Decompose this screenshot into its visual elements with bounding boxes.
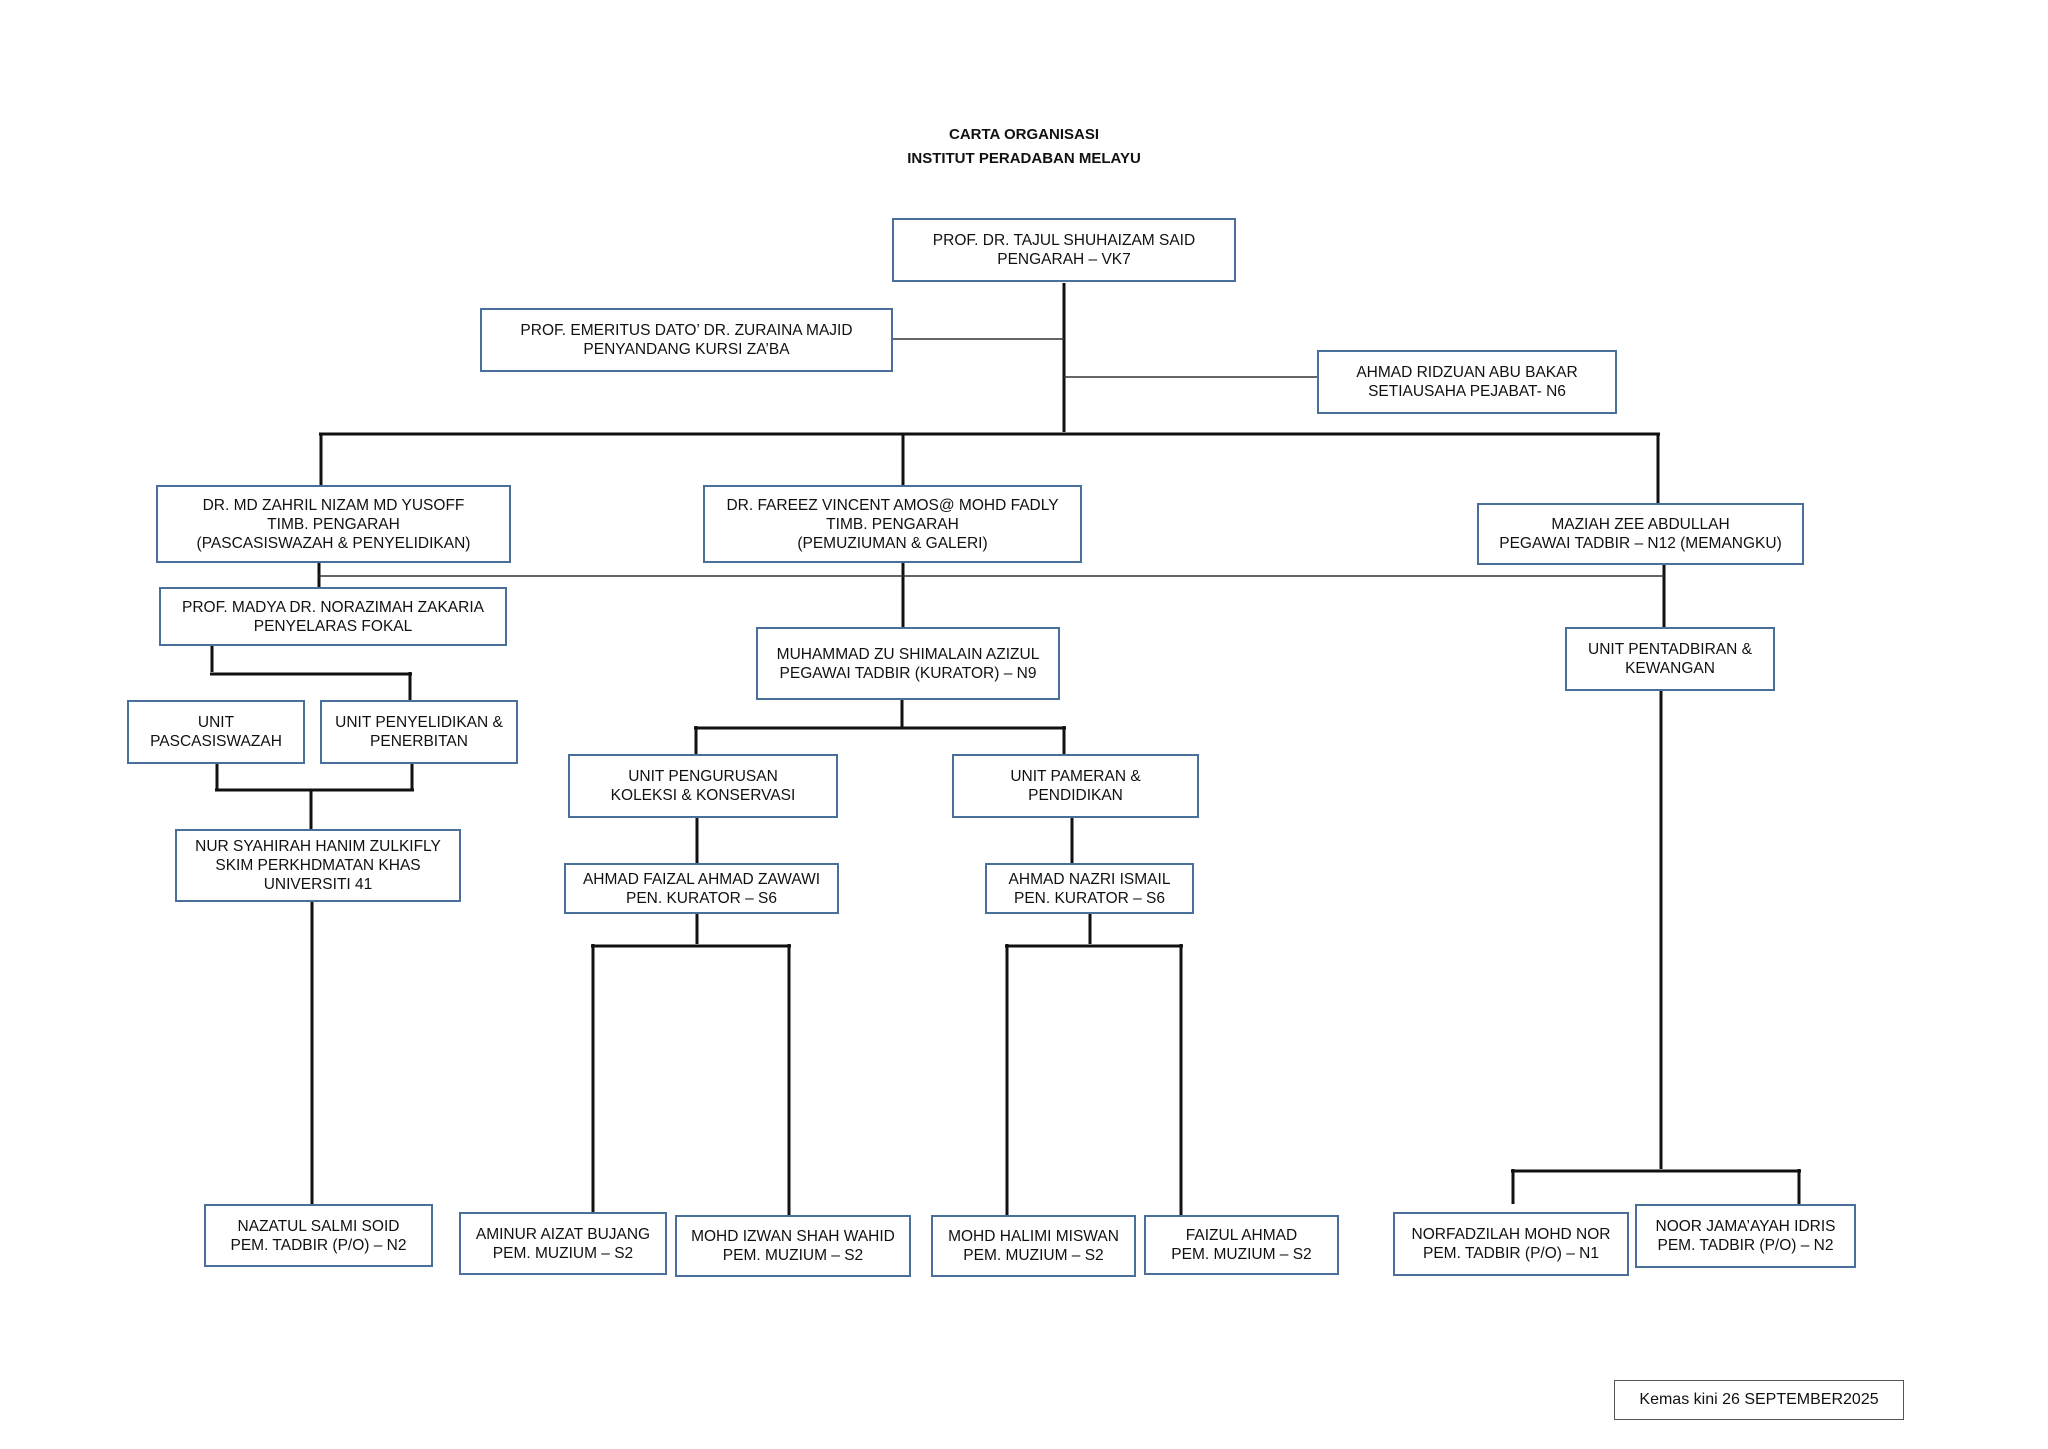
node-line: MOHD IZWAN SHAH WAHID xyxy=(691,1228,895,1245)
unit-postgraduate-box: UNIT PASCASISWAZAH xyxy=(127,700,305,764)
node-line: PEN. KURATOR – S6 xyxy=(1013,889,1166,907)
unit-exhibition-box: UNIT PAMERAN & PENDIDIKAN xyxy=(952,754,1199,818)
nur-syahirah-box: NUR SYAHIRAH HANIM ZULKIFLY SKIM PERKHDM… xyxy=(175,829,461,902)
updated-date-stamp: Kemas kini 26 SEPTEMBER2025 xyxy=(1614,1380,1904,1420)
node-line: TIMB. PENGARAH xyxy=(826,515,959,533)
node-line: (PASCASISWAZAH & PENYELIDIKAN) xyxy=(196,534,471,552)
node-line: PEM. MUZIUM – S2 xyxy=(1171,1246,1312,1263)
noor-box: NOOR JAMA’AYAH IDRIS PEM. TADBIR (P/O) –… xyxy=(1635,1204,1856,1268)
node-line: PENGARAH – VK7 xyxy=(997,251,1131,268)
chart-title: CARTA ORGANISASI xyxy=(949,126,1099,143)
node-line: DR. MD ZAHRIL NIZAM MD YUSOFF xyxy=(202,496,465,514)
node-line: PROF. MADYA DR. NORAZIMAH ZAKARIA xyxy=(181,598,484,616)
node-line: MOHD HALIMI MISWAN xyxy=(948,1228,1119,1245)
node-line: PEM. MUZIUM – S2 xyxy=(722,1247,864,1264)
chair-box: PROF. EMERITUS DATO’ DR. ZURAINA MAJID P… xyxy=(480,308,893,372)
node-line: NORFADZILAH MOHD NOR xyxy=(1411,1226,1611,1243)
director-box: PROF. DR. TAJUL SHUHAIZAM SAID PENGARAH … xyxy=(892,218,1236,282)
admin-officer-box: MAZIAH ZEE ABDULLAH PEGAWAI TADBIR – N12… xyxy=(1477,503,1804,565)
nazatul-box: NAZATUL SALMI SOID PEM. TADBIR (P/O) – N… xyxy=(204,1204,433,1267)
node-line: FAIZUL AHMAD xyxy=(1185,1227,1298,1244)
unit-collection-box: UNIT PENGURUSAN KOLEKSI & KONSERVASI xyxy=(568,754,838,818)
mohd-halimi-box: MOHD HALIMI MISWAN PEM. MUZIUM – S2 xyxy=(931,1215,1136,1277)
node-line: AHMAD NAZRI ISMAIL xyxy=(1008,870,1171,888)
faizul-box: FAIZUL AHMAD PEM. MUZIUM – S2 xyxy=(1144,1215,1339,1275)
unit-research-publication-box: UNIT PENYELIDIKAN & PENERBITAN xyxy=(320,700,518,764)
unit-admin-finance-box: UNIT PENTADBIRAN & KEWANGAN xyxy=(1565,627,1775,691)
node-line: TIMB. PENGARAH xyxy=(267,515,400,533)
node-line: UNIT PENYELIDIKAN & xyxy=(335,714,503,731)
node-line: AMINUR AIZAT BUJANG xyxy=(475,1225,651,1243)
ahmad-faizal-box: AHMAD FAIZAL AHMAD ZAWAWI PEN. KURATOR –… xyxy=(564,863,839,914)
node-line: PEM. TADBIR (P/O) – N2 xyxy=(230,1236,407,1254)
node-line: PENDIDIKAN xyxy=(1028,787,1123,804)
node-line: (PEMUZIUMAN & GALERI) xyxy=(797,534,988,552)
node-line: PEGAWAI TADBIR – N12 (MEMANGKU) xyxy=(1499,535,1782,552)
node-line: PENYELARAS FOKAL xyxy=(253,617,413,635)
node-line: AHMAD RIDZUAN ABU BAKAR xyxy=(1356,364,1578,381)
node-line: UNIT PENTADBIRAN & xyxy=(1588,641,1752,658)
node-line: DR. FAREEZ VINCENT AMOS@ MOHD FADLY xyxy=(726,496,1059,514)
node-line: PEN. KURATOR – S6 xyxy=(625,889,778,907)
curator-officer-box: MUHAMMAD ZU SHIMALAIN AZIZUL PEGAWAI TAD… xyxy=(756,627,1060,700)
node-line: PASCASISWAZAH xyxy=(150,733,282,750)
node-line: PENERBITAN xyxy=(370,733,468,750)
node-line: PEM. MUZIUM – S2 xyxy=(492,1244,634,1262)
node-line: SETIAUSAHA PEJABAT- N6 xyxy=(1368,383,1566,400)
node-line: PENYANDANG KURSI ZA’BA xyxy=(583,341,790,358)
deputy-research-box: DR. MD ZAHRIL NIZAM MD YUSOFF TIMB. PENG… xyxy=(156,485,511,563)
focal-coordinator-box: PROF. MADYA DR. NORAZIMAH ZAKARIA PENYEL… xyxy=(159,587,507,646)
node-line: MAZIAH ZEE ABDULLAH xyxy=(1551,516,1730,533)
aminur-box: AMINUR AIZAT BUJANG PEM. MUZIUM – S2 xyxy=(459,1212,667,1275)
node-line: PROF. DR. TAJUL SHUHAIZAM SAID xyxy=(932,232,1196,249)
chart-subtitle: INSTITUT PERADABAN MELAYU xyxy=(907,150,1141,167)
node-line: SKIM PERKHDMATAN KHAS xyxy=(215,857,421,874)
node-line: AHMAD FAIZAL AHMAD ZAWAWI xyxy=(582,870,821,888)
node-line: PEM. MUZIUM – S2 xyxy=(963,1247,1104,1264)
ahmad-nazri-box: AHMAD NAZRI ISMAIL PEN. KURATOR – S6 xyxy=(985,863,1194,914)
deputy-museum-box: DR. FAREEZ VINCENT AMOS@ MOHD FADLY TIMB… xyxy=(703,485,1082,563)
node-line: KEWANGAN xyxy=(1625,660,1715,677)
mohd-izwan-box: MOHD IZWAN SHAH WAHID PEM. MUZIUM – S2 xyxy=(675,1215,911,1277)
node-line: NOOR JAMA’AYAH IDRIS xyxy=(1655,1218,1836,1235)
node-line: UNIT PAMERAN & xyxy=(1010,768,1141,785)
node-line: KOLEKSI & KONSERVASI xyxy=(610,787,796,804)
node-line: UNIVERSITI 41 xyxy=(263,876,373,893)
node-line: PEM. TADBIR (P/O) – N1 xyxy=(1423,1245,1599,1262)
node-line: PEM. TADBIR (P/O) – N2 xyxy=(1657,1237,1834,1254)
secretary-box: AHMAD RIDZUAN ABU BAKAR SETIAUSAHA PEJAB… xyxy=(1317,350,1617,414)
node-line: UNIT PENGURUSAN xyxy=(628,768,778,785)
node-line: PEGAWAI TADBIR (KURATOR) – N9 xyxy=(779,664,1037,682)
node-line: PROF. EMERITUS DATO’ DR. ZURAINA MAJID xyxy=(520,322,853,339)
node-line: UNIT xyxy=(197,714,235,731)
node-line: MUHAMMAD ZU SHIMALAIN AZIZUL xyxy=(776,645,1040,663)
node-line: NAZATUL SALMI SOID xyxy=(237,1217,400,1235)
norfadzilah-box: NORFADZILAH MOHD NOR PEM. TADBIR (P/O) –… xyxy=(1393,1212,1629,1276)
node-line: NUR SYAHIRAH HANIM ZULKIFLY xyxy=(195,838,441,855)
